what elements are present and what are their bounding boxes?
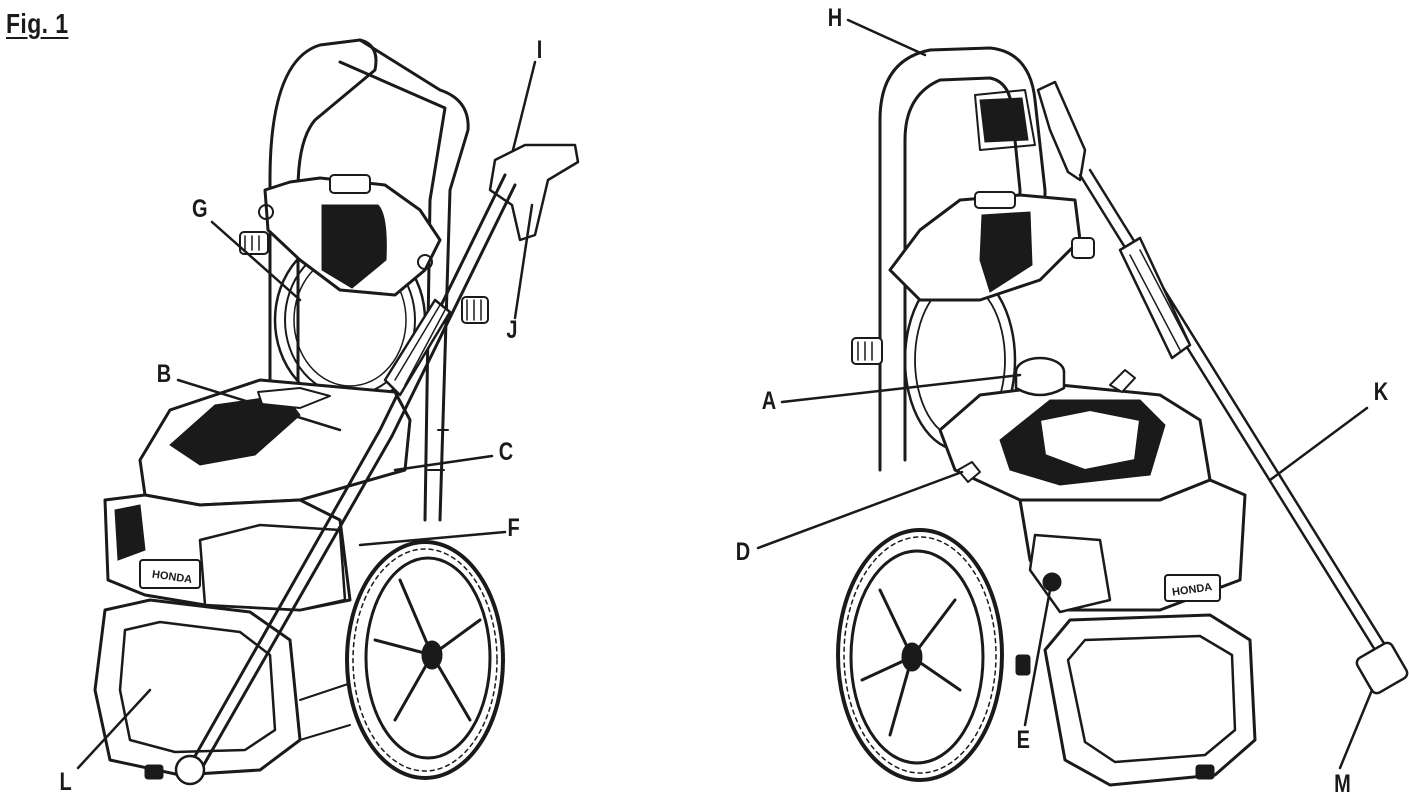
- callout-e: E: [1016, 726, 1031, 754]
- callout-k: K: [1373, 378, 1389, 406]
- callout-g: G: [191, 195, 208, 223]
- right-frame-handle: [878, 46, 1047, 472]
- right-engine: HONDA: [938, 356, 1247, 614]
- svg-text:HONDA: HONDA: [1171, 581, 1213, 599]
- left-engine: HONDA: [103, 378, 412, 612]
- callout-d: D: [735, 538, 751, 566]
- left-frame-handle: [268, 38, 470, 522]
- left-nozzle-knobs: [239, 231, 489, 324]
- svg-text:HONDA: HONDA: [151, 569, 193, 587]
- right-gun-holster: [851, 191, 1095, 365]
- right-leader-lines: [756, 18, 1374, 770]
- right-wand: [1036, 80, 1409, 695]
- callout-l: L: [59, 768, 72, 796]
- right-wheel: [836, 528, 1004, 782]
- left-wheel: [345, 540, 505, 780]
- callout-i: I: [536, 36, 543, 64]
- callout-a: A: [761, 387, 777, 415]
- left-base-frame: [93, 598, 361, 780]
- callout-h: H: [827, 4, 843, 32]
- left-leader-lines: [76, 60, 537, 770]
- callout-c: C: [498, 438, 514, 466]
- callout-j: J: [506, 316, 518, 344]
- figure-title: Fig. 1: [6, 8, 69, 39]
- callout-f: F: [507, 514, 520, 542]
- right-base-frame: [1015, 613, 1257, 787]
- callout-b: B: [156, 360, 172, 388]
- callout-m: M: [1334, 770, 1351, 798]
- left-wand: [174, 143, 580, 786]
- left-gun-holster: [258, 174, 442, 297]
